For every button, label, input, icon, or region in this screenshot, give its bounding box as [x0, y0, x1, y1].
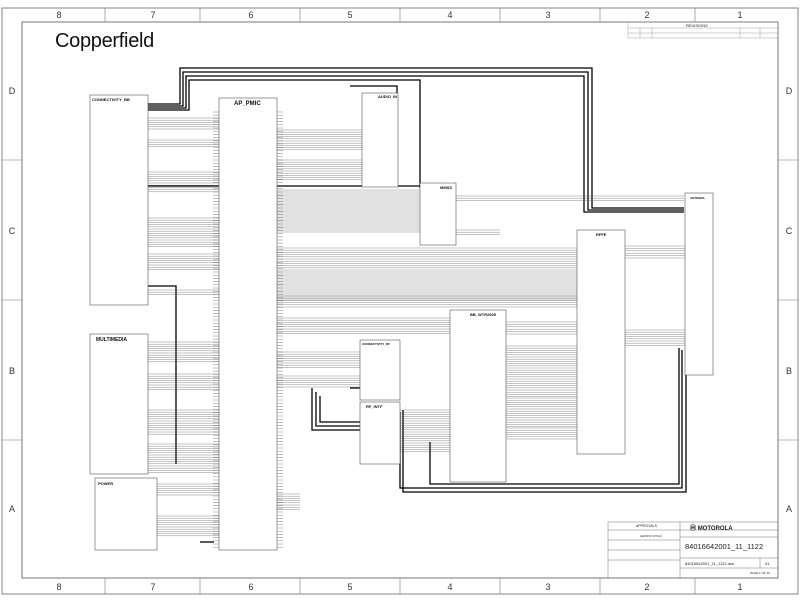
zone-bottom-8: 8 — [56, 582, 62, 592]
brand-logo: Ⓜ MOTOROLA — [690, 523, 733, 532]
zone-bottom-2: 2 — [644, 582, 650, 592]
zone-bottom-7: 7 — [150, 582, 156, 592]
connectivity-rf-title: CONNECTIVITY_RF — [362, 342, 391, 346]
zone-bottom-4: 4 — [447, 582, 453, 592]
row-left-C: C — [8, 226, 16, 236]
zone-top-5: 5 — [347, 10, 353, 20]
antenna-block — [684, 192, 714, 376]
connectivity-title: CONNECTIVITY_BB — [92, 97, 130, 102]
multimedia-title: MULTIMEDIA — [96, 337, 128, 343]
row-right-D: D — [785, 86, 793, 96]
ap-pmic-block — [218, 97, 278, 551]
zone-top-1: 1 — [737, 10, 743, 20]
row-right-A: A — [785, 504, 792, 514]
bus-lines — [124, 67, 687, 543]
zone-top-3: 3 — [545, 10, 551, 20]
zone-top-2: 2 — [644, 10, 650, 20]
antenna-title: ANTENNA — [690, 196, 705, 200]
audio-block — [361, 92, 399, 188]
document-number: 84016642001_11_1122 — [685, 542, 764, 551]
revision-value: 01 — [765, 561, 770, 566]
designer-label: LENOVO (PCH) — [640, 534, 662, 538]
rffe-title: RFFE — [596, 232, 607, 237]
audio-title: AUDIO_IN — [378, 94, 398, 99]
multimedia-block — [89, 333, 149, 475]
revisions-header: REVISIONS — [686, 23, 708, 28]
row-left-A: A — [8, 504, 15, 514]
row-right-B: B — [785, 366, 792, 376]
bb-wtr-title: BB_WTR2605 — [470, 312, 497, 317]
zone-bottom-5: 5 — [347, 582, 353, 592]
signal-wires — [148, 111, 685, 548]
power-title: POWER — [98, 481, 114, 486]
zone-top-6: 6 — [248, 10, 254, 20]
rf-intf-title: RF_INTF — [366, 404, 383, 409]
mmss-block — [419, 182, 457, 246]
approvals-label: APPROVALS — [636, 524, 657, 528]
sheet-title: Copperfield — [55, 30, 154, 52]
zone-top-4: 4 — [447, 10, 453, 20]
row-left-D: D — [8, 86, 16, 96]
zone-bottom-1: 1 — [737, 582, 743, 592]
file-name: 84016642001_11_1122.dsn — [685, 561, 735, 566]
row-right-C: C — [785, 226, 793, 236]
revisions-table — [627, 21, 779, 39]
zone-bottom-6: 6 — [248, 582, 254, 592]
zone-bottom-3: 3 — [545, 582, 551, 592]
power-block — [94, 477, 158, 551]
zone-top-8: 8 — [56, 10, 62, 20]
title-block-frame — [607, 521, 779, 579]
page-number: PAGE 1 OF 16 — [750, 571, 770, 575]
rffe-block — [576, 229, 626, 455]
ap-pmic-title: AP_PMIC — [234, 101, 261, 107]
motorola-icon: Ⓜ — [690, 526, 697, 532]
mmss-title: MMSS — [440, 185, 452, 190]
brand-name: MOTOROLA — [697, 526, 733, 532]
bb-wtr-block — [449, 309, 507, 483]
connectivity-block — [89, 94, 149, 306]
connectivity-rf-block — [359, 339, 401, 401]
zone-ticks — [2, 8, 798, 594]
rf-intf-block — [359, 401, 401, 465]
block-boxes — [89, 92, 714, 551]
row-left-B: B — [8, 366, 15, 376]
zone-top-7: 7 — [150, 10, 156, 20]
